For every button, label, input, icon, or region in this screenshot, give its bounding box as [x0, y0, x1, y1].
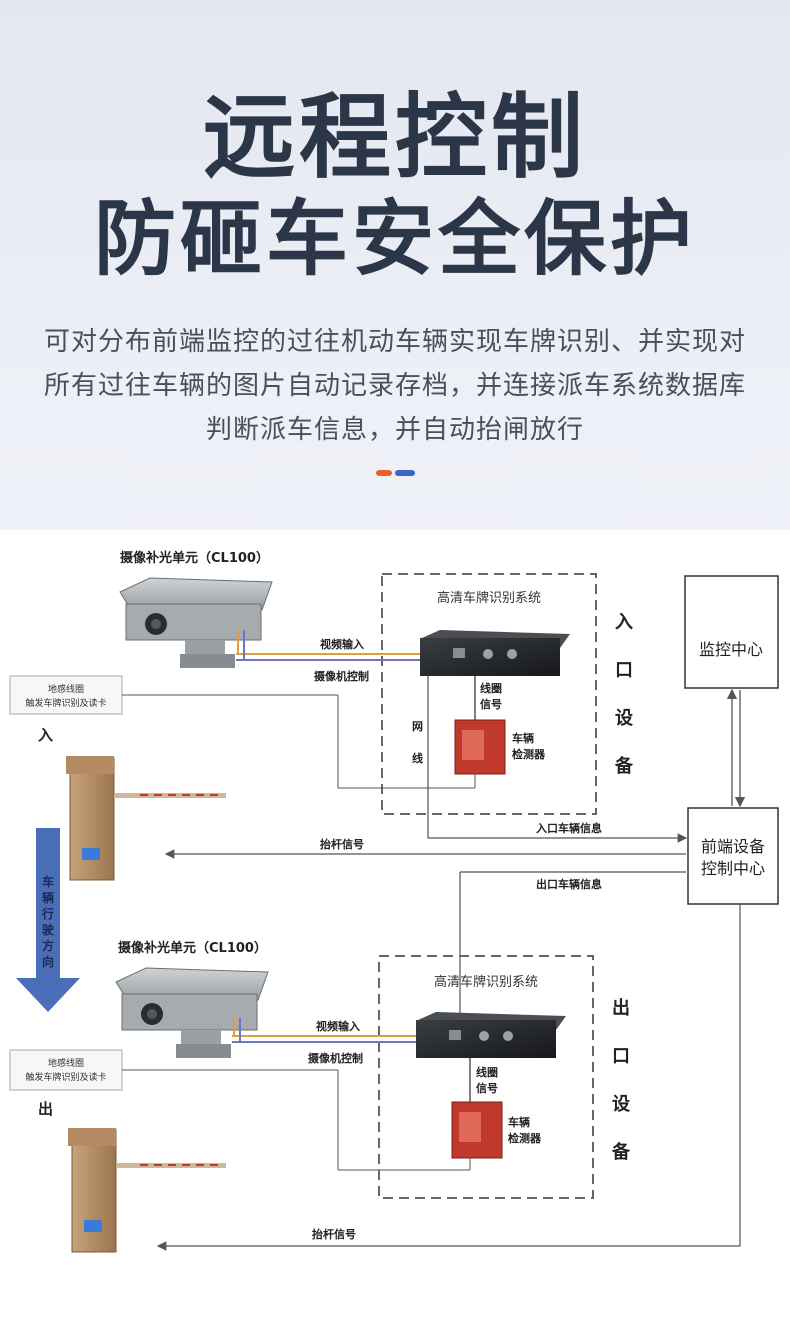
entry-network-line-label: 网线	[412, 720, 423, 765]
entry-camera-icon	[119, 577, 273, 668]
monitor-center-box	[684, 575, 779, 689]
entry-system-title: 高清车牌识别系统	[437, 590, 541, 606]
entry-loop-signal-label: 线圈信号	[480, 681, 502, 711]
exit-device-label: 出口设备	[611, 997, 631, 1163]
exit-camera-icon	[115, 967, 269, 1058]
entry-system-box	[381, 573, 597, 815]
entry-lift-signal-label: 抬杆信号	[320, 837, 364, 851]
exit-video-input-label: 视频输入	[316, 1019, 360, 1033]
page-subtitle: 防砸车安全保护	[93, 192, 696, 287]
entry-loop-box	[9, 675, 123, 715]
exit-camera-label: 摄像补光单元（CL100）	[118, 940, 267, 956]
orange-dot	[376, 470, 392, 476]
entry-device-label: 入口设备	[614, 612, 634, 777]
entry-detector-label: 车辆检测器	[512, 731, 546, 761]
diagram-svg: 摄像补光单元（CL100） 高清车牌识别系统	[9, 550, 779, 1253]
vehicle-direction-label: 车辆行驶方向	[41, 874, 54, 969]
vehicle-direction-arrow	[16, 828, 80, 1012]
exit-loop-box	[9, 1049, 123, 1091]
exit-detector-label: 车辆检测器	[508, 1115, 542, 1145]
control-center-label: 前端设备控制中心	[701, 837, 765, 878]
exit-system-title: 高清车牌识别系统	[434, 974, 538, 990]
blue-dot	[395, 470, 415, 476]
monitor-center-label: 监控中心	[699, 640, 763, 659]
system-diagram: 摄像补光单元（CL100） 高清车牌识别系统	[0, 530, 790, 1336]
exit-vehicle-info-label: 出口车辆信息	[536, 877, 602, 891]
entry-camera-label: 摄像补光单元（CL100）	[120, 550, 269, 566]
entry-video-input-label: 视频输入	[320, 637, 364, 651]
entry-vehicle-info-label: 入口车辆信息	[536, 821, 602, 835]
page-title: 远程控制	[202, 84, 587, 191]
exit-camera-control-label: 摄像机控制	[308, 1051, 363, 1065]
entry-camera-control-label: 摄像机控制	[314, 669, 369, 683]
exit-lpr-unit-icon	[416, 1012, 566, 1058]
exit-loop-box-label: 地感线圈触发车牌识别及读卡	[25, 1057, 106, 1083]
control-center-box	[687, 807, 779, 905]
exit-loop-signal-label: 线圈信号	[476, 1065, 498, 1095]
entry-lpr-unit-icon	[420, 630, 570, 676]
exit-side-label: 出	[38, 1100, 53, 1118]
exit-barrier-gate-icon	[68, 1128, 226, 1253]
entry-side-label: 入	[38, 726, 53, 744]
exit-system-box	[378, 955, 594, 1199]
entry-loop-box-label: 地感线圈触发车牌识别及读卡	[25, 683, 106, 709]
description-text: 可对分布前端监控的过往机动车辆实现车牌识别、并实现对所有过往车辆的图片自动记录存…	[43, 327, 746, 445]
entry-vehicle-detector-icon	[454, 719, 506, 775]
exit-vehicle-detector-icon	[451, 1101, 503, 1159]
entry-barrier-gate-icon	[66, 756, 226, 881]
exit-lift-signal-label: 抬杆信号	[312, 1227, 356, 1241]
